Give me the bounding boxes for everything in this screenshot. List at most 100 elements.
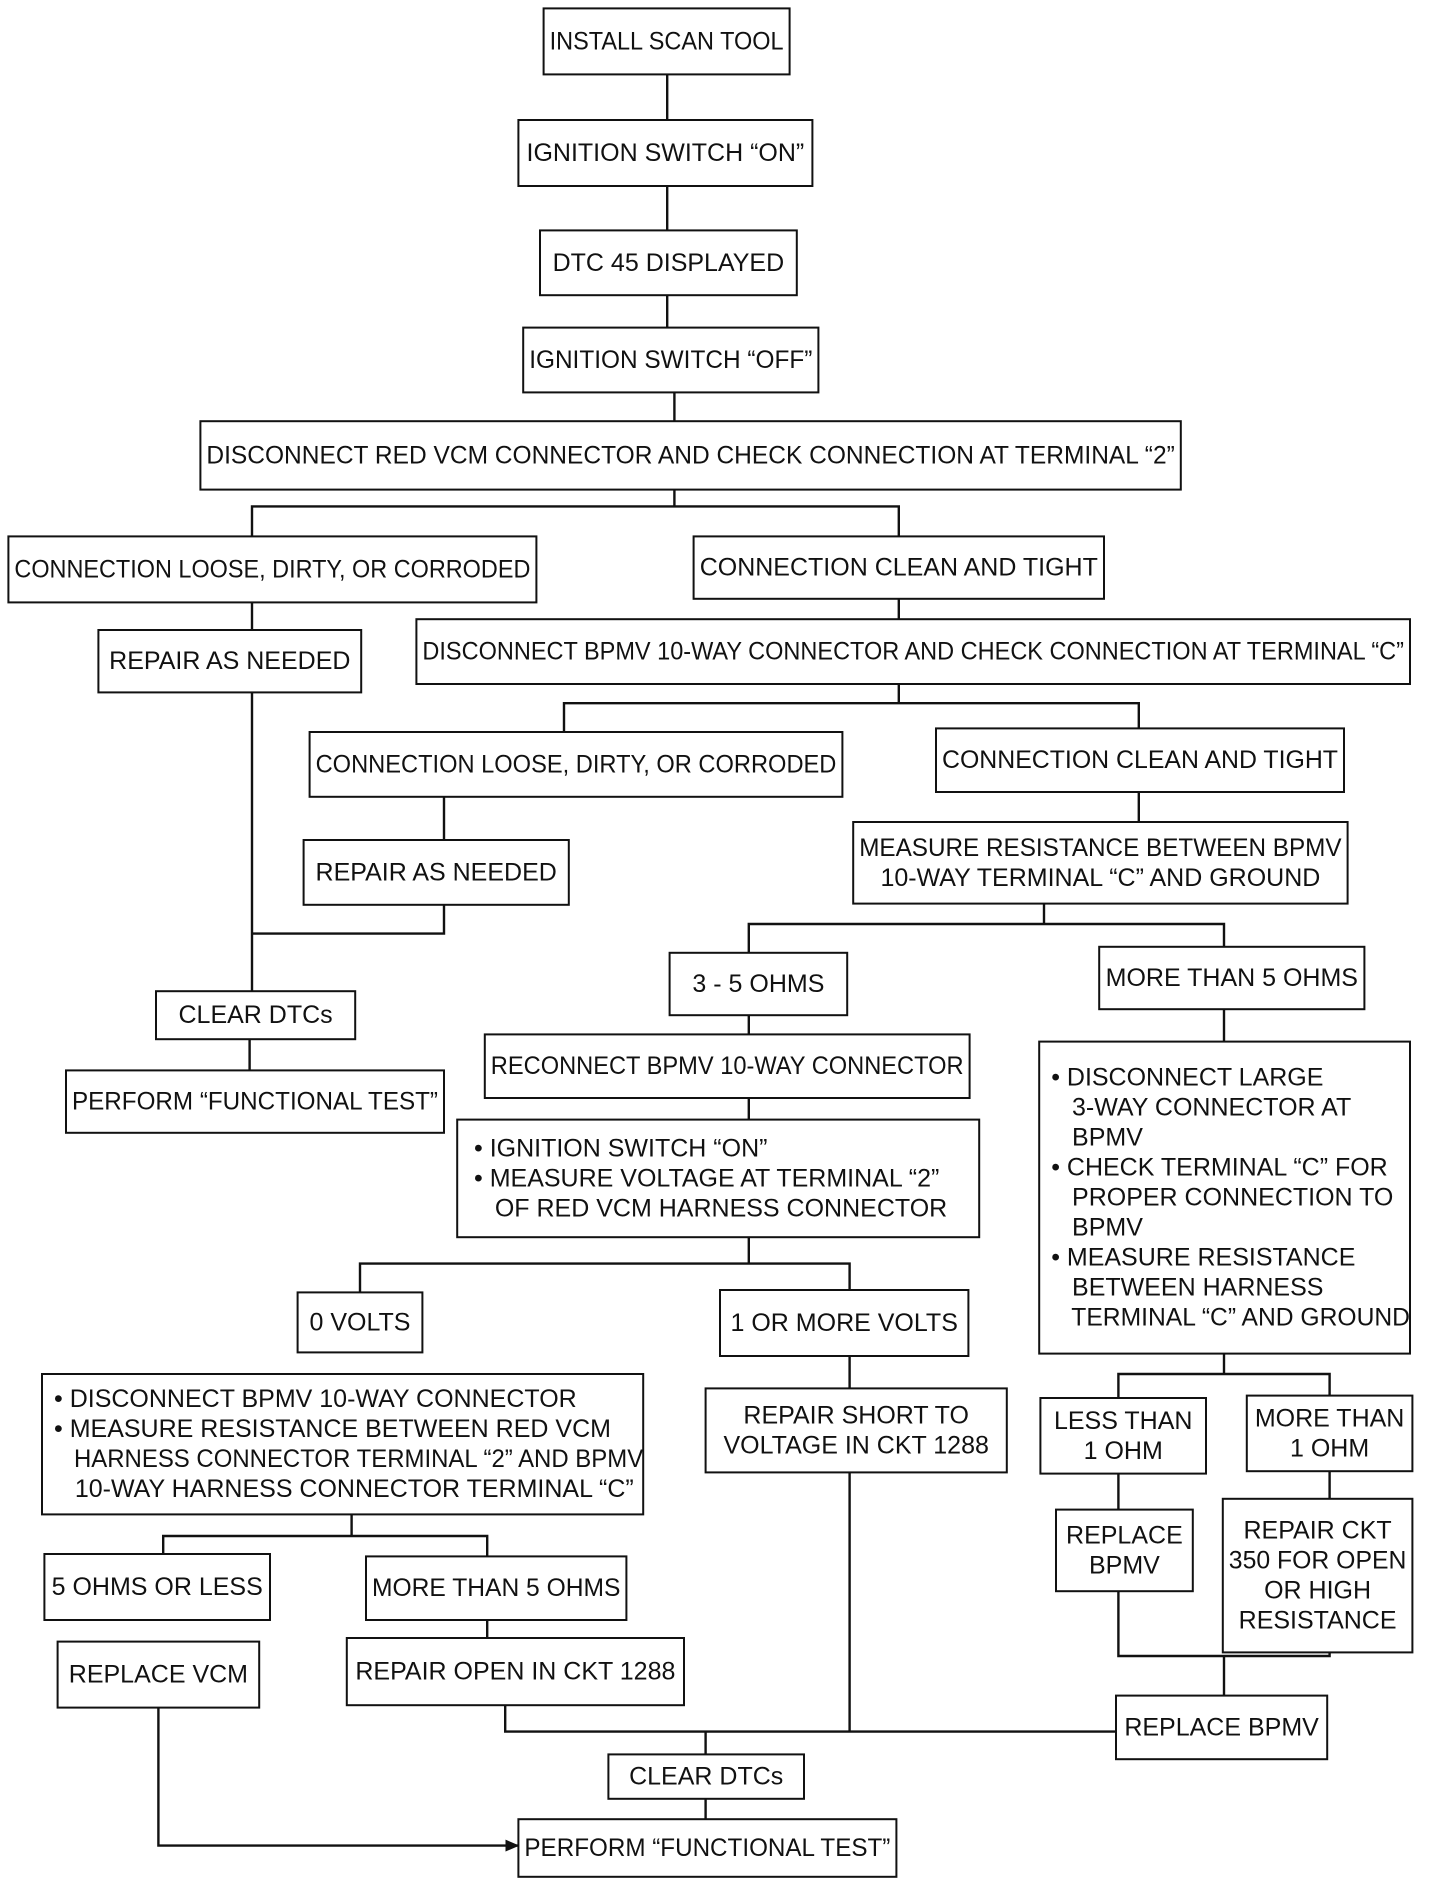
- step-box: [155, 990, 357, 1041]
- step-disconnect-measure-vcm: • DISCONNECT BPMV 10-WAY CONNECTOR• MEAS…: [41, 1373, 645, 1516]
- step-box: [302, 839, 570, 906]
- step-box: [517, 1818, 898, 1878]
- step-one-or-more-volts: 1 OR MORE VOLTS: [719, 1289, 970, 1357]
- step-text-line: RESISTANCE: [1239, 1607, 1397, 1635]
- step-text-line: PROPER CONNECTION TO: [1051, 1184, 1393, 1212]
- step-ignition-off: IGNITION SWITCH “OFF”: [522, 326, 820, 394]
- step-functional-test-1: PERFORM “FUNCTIONAL TEST”: [65, 1069, 445, 1134]
- connector-lines: [157, 74, 1331, 1852]
- step-box: [522, 326, 820, 394]
- step-text-line: VOLTAGE IN CKT 1288: [724, 1431, 989, 1459]
- step-text-line: 10-WAY HARNESS CONNECTOR TERMINAL “C”: [54, 1475, 634, 1503]
- step-text-line: MEASURE RESISTANCE BETWEEN BPMV: [859, 834, 1342, 862]
- step-clear-dtcs-1: CLEAR DTCs: [155, 990, 357, 1041]
- step-box: [539, 229, 798, 297]
- step-replace-bpmv-2: REPLACE BPMV: [1115, 1694, 1329, 1761]
- step-reconnect-bpmv10: RECONNECT BPMV 10-WAY CONNECTOR: [483, 1033, 971, 1100]
- step-box: [483, 1033, 971, 1100]
- step-box: [668, 951, 849, 1017]
- step-box: [704, 1387, 1008, 1474]
- step-repair-2: REPAIR AS NEEDED: [302, 839, 570, 906]
- step-text-line: 1 OHM: [1290, 1434, 1369, 1462]
- step-more-5-ohms-2: MORE THAN 5 OHMS: [365, 1555, 628, 1622]
- connector-line: [157, 1707, 520, 1852]
- step-text-line: OR HIGH: [1264, 1577, 1371, 1605]
- step-repair-open: REPAIR OPEN IN CKT 1288: [345, 1637, 685, 1707]
- step-text-line: PERFORM “FUNCTIONAL TEST”: [72, 1088, 438, 1116]
- step-clear-dtcs-2: CLEAR DTCs: [607, 1753, 806, 1800]
- step-disconnect-red-vcm: DISCONNECT RED VCM CONNECTOR AND CHECK C…: [199, 420, 1182, 491]
- step-text-line: • DISCONNECT LARGE: [1051, 1064, 1323, 1092]
- connector-line: [1117, 1372, 1331, 1398]
- step-text-line: IGNITION SWITCH “ON”: [527, 139, 805, 167]
- step-box: [517, 119, 814, 187]
- step-text-line: REPLACE: [1066, 1521, 1183, 1549]
- step-box: [1221, 1497, 1414, 1654]
- step-text-line: IGNITION SWITCH “OFF”: [529, 346, 812, 374]
- step-ohms-3-5: 3 - 5 OHMS: [668, 951, 849, 1017]
- step-text-line: DTC 45 DISPLAYED: [553, 249, 785, 277]
- step-box: [719, 1289, 970, 1357]
- step-loose-2: CONNECTION LOOSE, DIRTY, OR CORRODED: [308, 731, 844, 798]
- step-text-line: 1 OHM: [1084, 1437, 1163, 1465]
- step-box: [41, 1373, 645, 1516]
- connector-line: [250, 505, 900, 537]
- step-replace-vcm: REPLACE VCM: [56, 1640, 261, 1709]
- connector-line: [358, 1262, 851, 1293]
- connector-line: [252, 904, 446, 935]
- step-text-line: CONNECTION CLEAN AND TIGHT: [942, 746, 1338, 774]
- step-text-line: MORE THAN 5 OHMS: [1106, 964, 1358, 992]
- step-box: [1038, 1040, 1411, 1355]
- step-box: [43, 1553, 272, 1621]
- step-install-scan-tool: INSTALL SCAN TOOL: [542, 7, 791, 76]
- step-text-line: 1 OR MORE VOLTS: [731, 1309, 958, 1337]
- step-ignition-on: IGNITION SWITCH “ON”: [517, 119, 814, 187]
- step-text-line: CLEAR DTCs: [179, 1001, 333, 1029]
- step-text-line: • MEASURE VOLTAGE AT TERMINAL “2”: [474, 1164, 939, 1192]
- step-box: [1245, 1394, 1414, 1473]
- step-text-line: TERMINAL “C” AND GROUND: [1051, 1304, 1410, 1332]
- step-repair-1: REPAIR AS NEEDED: [97, 629, 363, 694]
- step-text-line: BPMV: [1089, 1551, 1160, 1579]
- step-text-line: RECONNECT BPMV 10-WAY CONNECTOR: [491, 1052, 964, 1080]
- step-box: [365, 1555, 628, 1622]
- connector-line: [562, 702, 1141, 732]
- step-box: [456, 1118, 981, 1239]
- step-text-line: BPMV: [1051, 1124, 1143, 1152]
- step-text-line: LESS THAN: [1054, 1407, 1192, 1435]
- step-text-line: 0 VOLTS: [310, 1308, 411, 1336]
- step-text-line: CONNECTION LOOSE, DIRTY, OR CORRODED: [14, 555, 530, 583]
- step-text-line: REPAIR SHORT TO: [743, 1401, 969, 1429]
- step-box: [296, 1291, 424, 1354]
- step-text-line: DISCONNECT BPMV 10-WAY CONNECTOR AND CHE…: [422, 638, 1404, 666]
- step-box: [1115, 1694, 1329, 1761]
- step-text-line: 5 OHMS OR LESS: [52, 1573, 263, 1601]
- step-loose-1: CONNECTION LOOSE, DIRTY, OR CORRODED: [7, 535, 538, 604]
- step-box: [308, 731, 844, 798]
- step-text-line: 3 - 5 OHMS: [692, 970, 824, 998]
- step-disconnect-bpmv10: DISCONNECT BPMV 10-WAY CONNECTOR AND CHE…: [415, 618, 1411, 686]
- step-text-line: REPLACE BPMV: [1124, 1713, 1319, 1741]
- step-text-line: 350 FOR OPEN: [1229, 1547, 1407, 1575]
- step-text-line: DISCONNECT RED VCM CONNECTOR AND CHECK C…: [206, 441, 1174, 469]
- step-text-line: REPAIR CKT: [1244, 1517, 1392, 1545]
- step-box: [56, 1640, 261, 1709]
- step-box: [65, 1069, 445, 1134]
- step-box: [692, 535, 1105, 600]
- step-five-ohms-or-less: 5 OHMS OR LESS: [43, 1553, 272, 1621]
- step-disconnect-large-3way: • DISCONNECT LARGE 3-WAY CONNECTOR AT BP…: [1038, 1040, 1411, 1355]
- step-text-line: HARNESS CONNECTOR TERMINAL “2” AND BPMV: [54, 1445, 644, 1473]
- step-box: [7, 535, 538, 604]
- connector-line: [747, 922, 1226, 953]
- step-box: [1098, 945, 1366, 1011]
- step-more-5-ohms-1: MORE THAN 5 OHMS: [1098, 945, 1366, 1011]
- connector-line: [504, 1705, 1116, 1733]
- step-text-line: BPMV: [1051, 1214, 1143, 1242]
- step-box: [1055, 1508, 1194, 1593]
- step-text-line: • IGNITION SWITCH “ON”: [474, 1134, 767, 1162]
- step-text-line: REPAIR OPEN IN CKT 1288: [355, 1658, 675, 1686]
